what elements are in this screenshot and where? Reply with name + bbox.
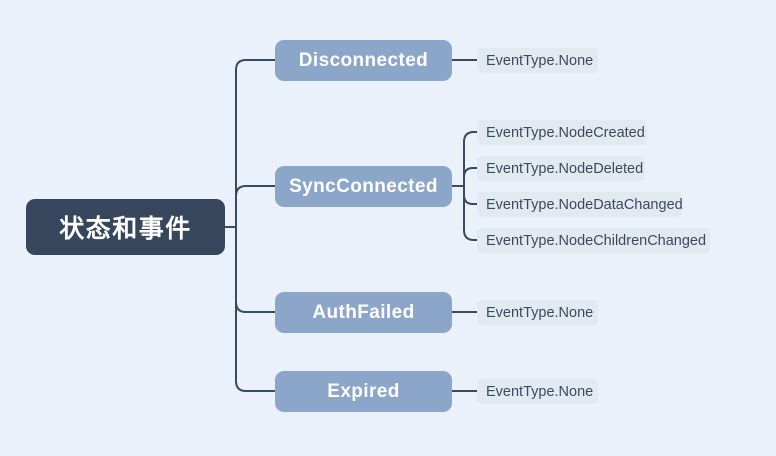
leaf-node-nodechildrenchanged[interactable]: EventType.NodeChildrenChanged xyxy=(477,228,710,253)
connector-branch-1-to-leaf-0 xyxy=(463,131,477,186)
connector-branch-1-to-leaf-1 xyxy=(463,167,477,186)
leaf-node-nodecreated[interactable]: EventType.NodeCreated xyxy=(477,120,647,145)
leaf-node-nodedeleted[interactable]: EventType.NodeDeleted xyxy=(477,156,645,181)
connector-root-to-branch-1 xyxy=(235,185,275,227)
connector-branch-1-to-leaf-3 xyxy=(463,186,477,241)
root-node[interactable]: 状态和事件 xyxy=(26,199,225,255)
connector-root-to-branch-2 xyxy=(235,227,275,313)
leaf-node-nodedatachanged[interactable]: EventType.NodeDataChanged xyxy=(477,192,683,217)
branch-node-syncconnected[interactable]: SyncConnected xyxy=(275,166,452,207)
branch-node-expired[interactable]: Expired xyxy=(275,371,452,412)
connector-root-to-branch-0 xyxy=(235,59,275,227)
connector-branch-1-to-leaf-2 xyxy=(463,186,477,205)
branch-node-authfailed[interactable]: AuthFailed xyxy=(275,292,452,333)
connector-root-to-branch-3 xyxy=(235,227,275,392)
leaf-node-disconnected-none[interactable]: EventType.None xyxy=(477,48,598,73)
leaf-node-authfailed-none[interactable]: EventType.None xyxy=(477,300,598,325)
leaf-node-expired-none[interactable]: EventType.None xyxy=(477,379,598,404)
branch-node-disconnected[interactable]: Disconnected xyxy=(275,40,452,81)
